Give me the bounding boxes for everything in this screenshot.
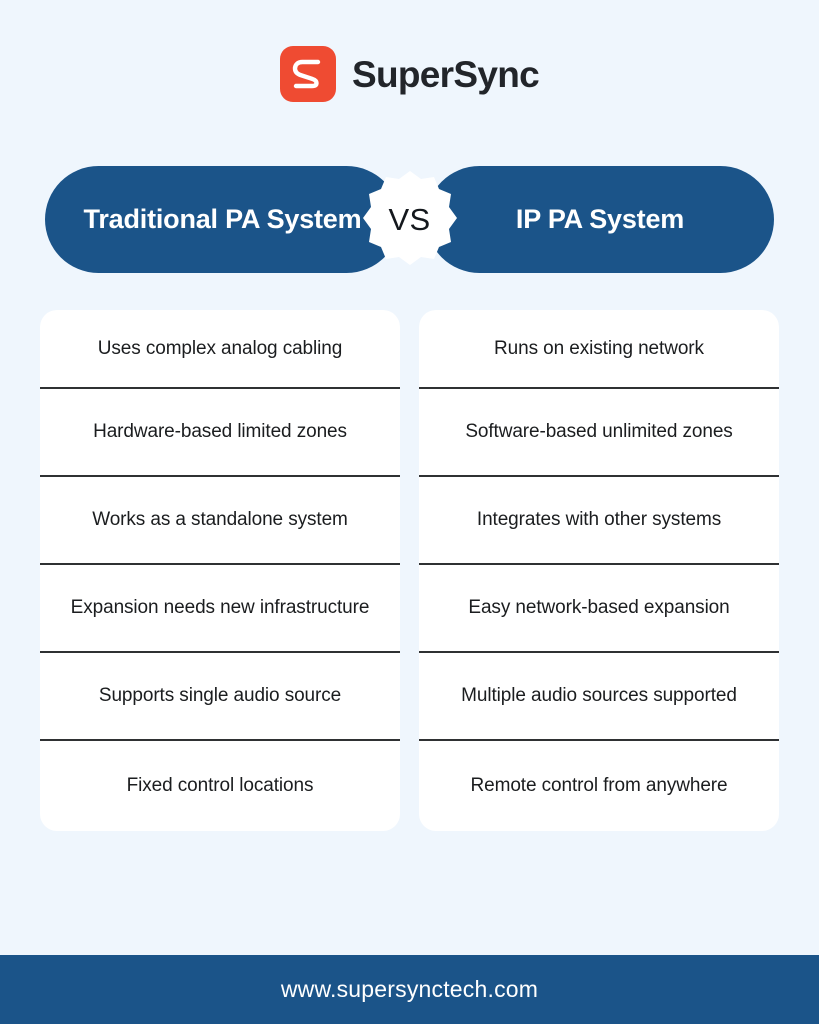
comparison-row-label: Works as a standalone system [92,509,348,531]
brand-header: SuperSync [0,0,819,102]
footer-website: www.supersynctech.com [280,976,539,1002]
comparison-row-label: Hardware-based limited zones [93,421,347,443]
comparison-row: Remote control from anywhere [419,741,779,831]
comparison-header-row: Traditional PA System IP PA System VS [45,166,774,273]
comparison-row-label: Multiple audio sources supported [461,685,737,707]
brand-name: SuperSync [352,53,540,95]
vs-badge: VS [360,170,460,270]
comparison-row: Multiple audio sources supported [419,653,779,741]
comparison-row: Works as a standalone system [40,477,400,565]
comparison-row-label: Expansion needs new infrastructure [70,597,370,619]
comparison-row-label: Integrates with other systems [476,509,722,531]
supersync-s-logo-icon [280,46,336,102]
comparison-row-label: Runs on existing network [494,337,704,359]
comparison-row: Easy network-based expansion [419,565,779,653]
comparison-row: Software-based unlimited zones [419,389,779,477]
comparison-row-label: Software-based unlimited zones [465,421,733,443]
vs-badge-starburst-icon [362,170,457,265]
comparison-row: Supports single audio source [40,653,400,741]
comparison-row-label: Easy network-based expansion [468,597,730,619]
comparison-row: Uses complex analog cabling [40,310,400,389]
comparison-row-label: Supports single audio source [98,685,342,707]
header-pill-ip: IP PA System [426,166,774,273]
header-pill-traditional: Traditional PA System [45,166,400,273]
comparison-row: Expansion needs new infrastructure [40,565,400,653]
comparison-row: Runs on existing network [419,310,779,389]
comparison-row-label: Fixed control locations [126,775,314,797]
header-title-left: Traditional PA System [83,204,362,235]
comparison-row: Fixed control locations [40,741,400,831]
vs-label: VS [388,201,431,237]
comparison-row: Hardware-based limited zones [40,389,400,477]
comparison-row-label: Uses complex analog cabling [97,337,343,359]
comparison-row: Integrates with other systems [419,477,779,565]
footer-bar: www.supersynctech.com [0,955,819,1024]
header-title-right: IP PA System [515,204,685,235]
comparison-row-label: Remote control from anywhere [470,775,728,797]
